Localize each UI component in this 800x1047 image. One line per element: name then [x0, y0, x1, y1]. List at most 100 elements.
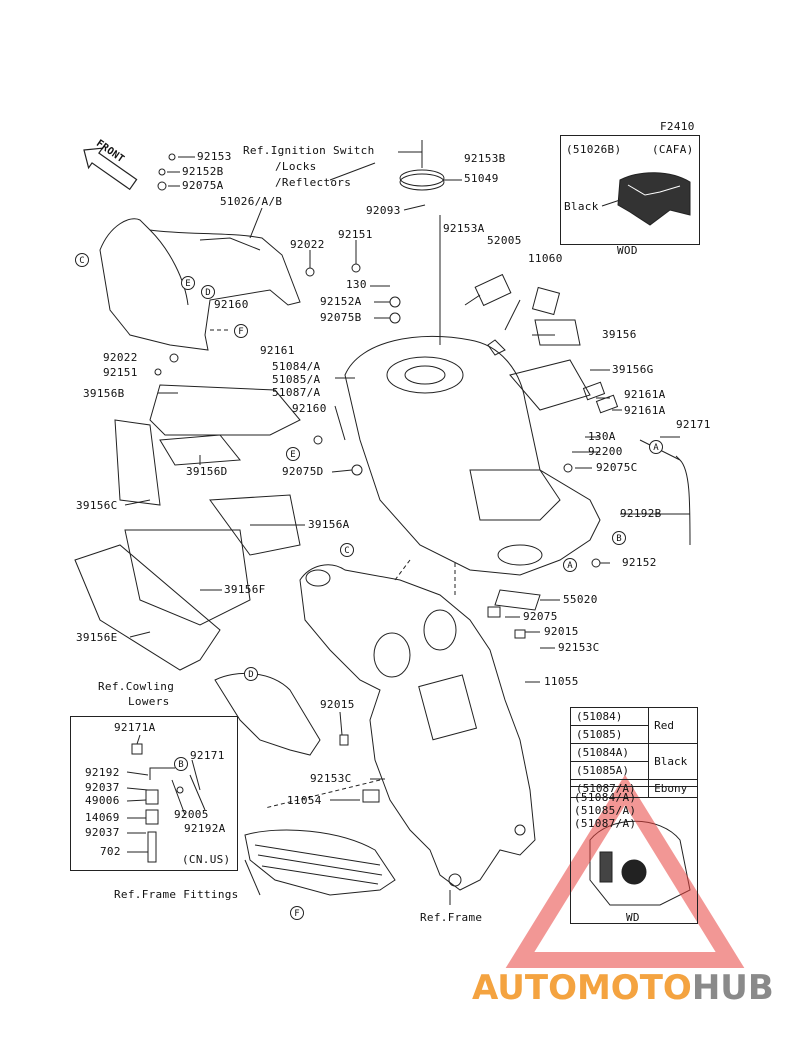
- hose-92192b: [679, 459, 691, 546]
- label-92151-left: 92151: [103, 366, 138, 379]
- inset-cafa-color: Black: [564, 200, 599, 213]
- label-39156c: 39156C: [76, 499, 118, 512]
- frame-fitting-drawing: [244, 829, 396, 896]
- color-part: (51087/A): [569, 779, 650, 798]
- ref-locks: /Locks: [275, 160, 317, 173]
- label-92171: 92171: [676, 418, 711, 431]
- label-51026-a-b: 51026/A/B: [220, 195, 283, 208]
- fuel-pump-drawing: [474, 273, 512, 307]
- wd-part-1: (51084/A): [574, 791, 637, 804]
- color-value: Ebony: [648, 779, 698, 798]
- pad-39156: [534, 319, 581, 346]
- label-39156: 39156: [602, 328, 637, 341]
- label-92075a: 92075A: [182, 179, 224, 192]
- cnus-label-92005: 92005: [174, 808, 209, 821]
- color-row: (51084) Red: [569, 707, 698, 744]
- label-39156a: 39156A: [308, 518, 350, 531]
- pad-39156c: [114, 419, 161, 506]
- ref-frame: Ref.Frame: [420, 911, 483, 924]
- label-92153a: 92153A: [443, 222, 485, 235]
- ref-reflectors: /Reflectors: [275, 176, 352, 189]
- color-row: (51087/A) Ebony: [569, 779, 698, 798]
- cnus-label-702: 702: [100, 845, 121, 858]
- label-130: 130: [346, 278, 367, 291]
- label-92160-top: 92160: [214, 298, 249, 311]
- label-92200: 92200: [588, 445, 623, 458]
- cnus-pipe-icon: [147, 831, 157, 863]
- callout-a-right: A: [649, 440, 663, 454]
- watermark-logo: AUTOMOTOHUB: [472, 968, 774, 1008]
- inset-cafa-region: (CAFA): [652, 143, 694, 156]
- color-row: (51084A) Black: [569, 743, 698, 780]
- label-39156d: 39156D: [186, 465, 228, 478]
- color-value: Black: [648, 743, 698, 780]
- label-92151-top: 92151: [338, 228, 373, 241]
- upper-cowl-drawing: [99, 218, 301, 351]
- front-arrow-icon: [83, 147, 138, 191]
- wd-region-label: WD: [626, 911, 640, 924]
- callout-b-right: B: [612, 531, 626, 545]
- label-92153c-right: 92153C: [558, 641, 600, 654]
- callout-a-tank: A: [563, 558, 577, 572]
- label-51087-a: 51087/A: [272, 386, 321, 399]
- cnus-damper-icon: [145, 789, 159, 805]
- label-92075b: 92075B: [320, 311, 362, 324]
- ref-ignition-switch: Ref.Ignition Switch: [243, 144, 375, 157]
- label-92022-top: 92022: [290, 238, 325, 251]
- label-92075c: 92075C: [596, 461, 638, 474]
- frame-drawing: [299, 564, 536, 891]
- wd-part-2: (51085/A): [574, 804, 637, 817]
- label-92160-mid: 92160: [292, 402, 327, 415]
- pad-39156f: [124, 529, 251, 626]
- ref-cowling: Ref.Cowling: [98, 680, 175, 693]
- callout-c-top: C: [75, 253, 89, 267]
- pad-39156e: [74, 544, 221, 671]
- inset-cafa-part: (51026B): [566, 143, 622, 156]
- wd-part-3: (51087/A): [574, 817, 637, 830]
- inset-cnus: [70, 716, 238, 871]
- label-51049: 51049: [464, 172, 499, 185]
- callout-d-cowl: D: [244, 667, 258, 681]
- callout-c-frame: C: [340, 543, 354, 557]
- label-92075: 92075: [523, 610, 558, 623]
- callout-d-top: D: [201, 285, 215, 299]
- pad-39156g: [509, 359, 591, 411]
- pad-39156b: [149, 384, 301, 436]
- watermark-part1: AUTOMOTO: [472, 968, 692, 1008]
- cnus-hose-icon: [149, 767, 175, 780]
- label-39156b: 39156B: [83, 387, 125, 400]
- ref-frame-fittings: Ref.Frame Fittings: [114, 888, 239, 901]
- callout-e-mid: E: [286, 447, 300, 461]
- callout-e-top: E: [181, 276, 195, 290]
- label-92152: 92152: [622, 556, 657, 569]
- label-92152b: 92152B: [182, 165, 224, 178]
- color-part: (51085): [569, 725, 650, 744]
- label-92161: 92161: [260, 344, 295, 357]
- label-52005: 52005: [487, 234, 522, 247]
- label-39156g: 39156G: [612, 363, 654, 376]
- color-part: (51084A): [569, 743, 650, 762]
- label-92161a-2: 92161A: [624, 404, 666, 417]
- label-92153c-mid: 92153C: [310, 772, 352, 785]
- cnus-label-92171: 92171: [190, 749, 225, 762]
- fuel-tank-drawing: [344, 335, 601, 576]
- inset-wd: [570, 786, 698, 924]
- label-11055: 11055: [544, 675, 579, 688]
- label-92153: 92153: [197, 150, 232, 163]
- color-value: Red: [648, 707, 698, 744]
- color-part: (51084): [569, 707, 650, 726]
- callout-f-bottom: F: [290, 906, 304, 920]
- pad-92161a: [582, 381, 606, 401]
- cnus-label-49006: 49006: [85, 794, 120, 807]
- watermark-part2: HUB: [691, 968, 774, 1008]
- label-51084-a: 51084/A: [272, 360, 321, 373]
- cnus-label-14069: 14069: [85, 811, 120, 824]
- cnus-region-label: (CN.US): [182, 853, 231, 866]
- label-92022-left: 92022: [103, 351, 138, 364]
- cnus-label-92037-a: 92037: [85, 781, 120, 794]
- label-92192b: 92192B: [620, 507, 662, 520]
- label-92015-right: 92015: [544, 625, 579, 638]
- figure-id: F2410: [660, 120, 695, 133]
- label-92152a: 92152A: [320, 295, 362, 308]
